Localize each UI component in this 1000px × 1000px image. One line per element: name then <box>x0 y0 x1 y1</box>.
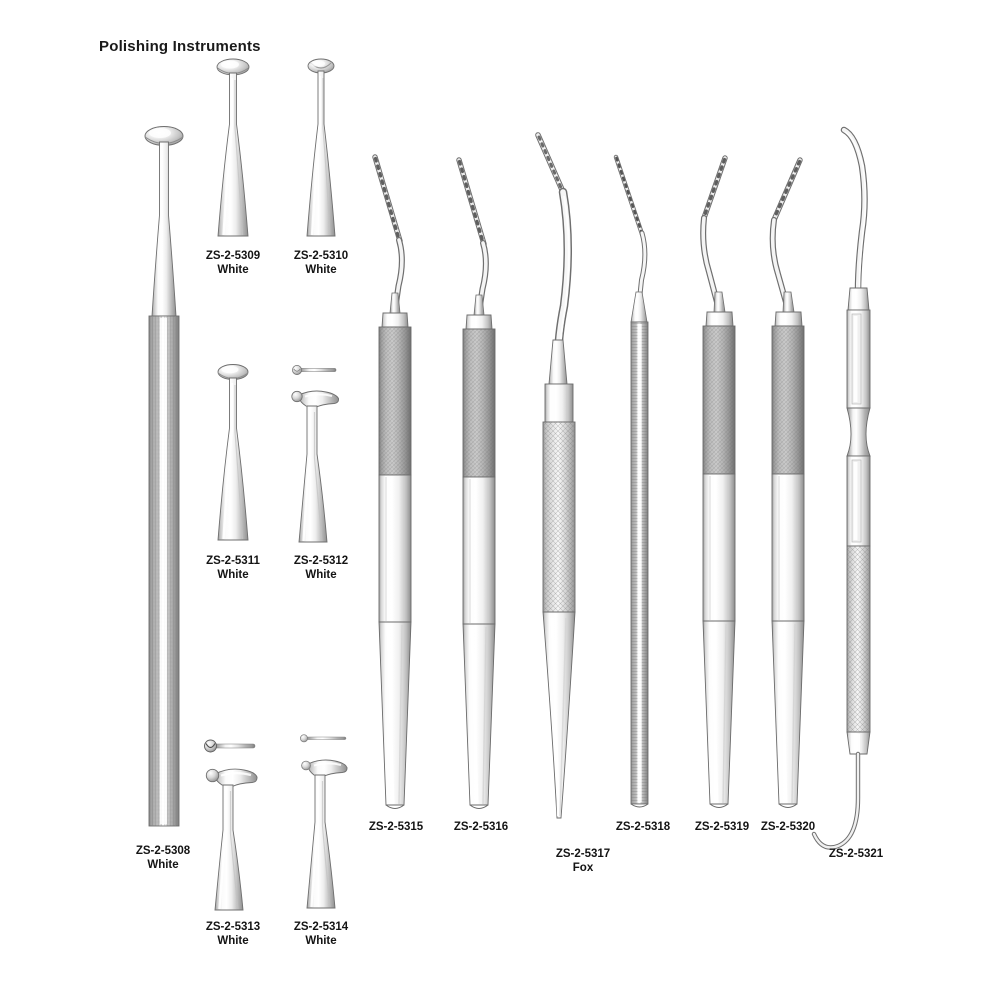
instrument-zs-2-5320[interactable] <box>758 146 820 812</box>
graduated-tip-5317 <box>535 132 566 195</box>
caption-zs-2-5309: ZS-2-5309 White <box>206 250 260 277</box>
caption-zs-2-5313: ZS-2-5313 White <box>206 921 260 948</box>
graduated-tip-5320 <box>771 157 803 223</box>
code-label: ZS-2-5308 <box>135 845 191 857</box>
instrument-zs-2-5321[interactable] <box>811 122 896 850</box>
side-view-diagram-5314 <box>300 734 347 743</box>
instrument-zs-2-5313[interactable] <box>198 730 268 914</box>
ferrule-5315 <box>381 312 409 328</box>
caption-zs-2-5312: ZS-2-5312 White <box>294 555 348 582</box>
ferrule-top-5321 <box>847 287 870 311</box>
polished-grip-5315 <box>378 474 412 623</box>
instrument-zs-2-5312[interactable] <box>286 362 352 546</box>
caption-zs-2-5314: ZS-2-5314 White <box>294 921 348 948</box>
ferrule-5319 <box>705 311 734 327</box>
code-label: ZS-2-5316 <box>453 821 509 833</box>
caption-zs-2-5321: ZS-2-5321 <box>829 848 883 862</box>
caption-zs-2-5310: ZS-2-5310 White <box>294 250 348 277</box>
knurled-grip-5319 <box>702 325 736 475</box>
polished-grip-5320 <box>771 473 805 622</box>
sub-label: Fox <box>572 861 594 874</box>
instrument-zs-2-5309[interactable] <box>204 54 262 242</box>
side-view-diagram-5313 <box>204 739 256 753</box>
flared-body-5314 <box>306 774 336 909</box>
knurled-grip-5315 <box>378 326 412 476</box>
knurled-handle-5318 <box>630 321 649 805</box>
code-label: ZS-2-5317 <box>555 848 611 860</box>
probe-tip-5321 <box>840 126 868 296</box>
handle-upper-5321 <box>846 309 871 409</box>
polished-grip-5316 <box>462 476 496 625</box>
instrument-zs-2-5317[interactable] <box>528 126 592 826</box>
caption-zs-2-5319: ZS-2-5319 <box>695 821 749 835</box>
side-view-diagram-5312 <box>292 365 337 375</box>
taper-shaft-5316 <box>462 623 496 806</box>
sub-label: White <box>147 858 179 871</box>
code-label: ZS-2-5321 <box>828 848 884 860</box>
graduated-tip-5315 <box>372 154 403 244</box>
taper-shaft-5320 <box>771 620 805 805</box>
knurled-handle-5321 <box>846 545 871 733</box>
knurled-handle-5317 <box>542 421 576 613</box>
code-label: ZS-2-5319 <box>694 821 750 833</box>
polished-grip-5319 <box>702 473 736 622</box>
flared-body-5313 <box>214 784 244 911</box>
t-bar-head-5312 <box>291 390 339 409</box>
code-label: ZS-2-5315 <box>368 821 424 833</box>
graduated-tip-5318 <box>613 154 645 237</box>
t-bar-head-5314 <box>301 759 348 778</box>
ferrule-5320 <box>774 311 803 327</box>
caption-zs-2-5316: ZS-2-5316 <box>454 821 508 835</box>
sub-label: White <box>305 568 337 581</box>
code-label: ZS-2-5310 <box>293 250 349 262</box>
sub-label: White <box>217 568 249 581</box>
caption-zs-2-5311: ZS-2-5311 White <box>206 555 260 582</box>
caption-zs-2-5308: ZS-2-5308 White <box>136 845 190 872</box>
flared-body-5312 <box>298 405 328 543</box>
code-label: ZS-2-5311 <box>206 555 260 567</box>
knurled-grip-5320 <box>771 325 805 475</box>
ferrule-5316 <box>465 314 493 330</box>
instrument-zs-2-5315[interactable] <box>366 145 428 813</box>
caption-zs-2-5318: ZS-2-5318 <box>616 821 670 835</box>
taper-shaft-5315 <box>378 621 412 806</box>
taper-shaft-5319 <box>702 620 736 805</box>
handle-mid-5321 <box>846 455 871 547</box>
graduated-tip-5319 <box>701 155 728 221</box>
code-label: ZS-2-5314 <box>293 921 349 933</box>
sub-label: White <box>305 263 337 276</box>
instrument-zs-2-5310[interactable] <box>293 54 349 242</box>
instrument-zs-2-5318[interactable] <box>612 152 670 812</box>
knurled-handle-5308 <box>148 315 180 827</box>
instrument-zs-2-5319[interactable] <box>692 146 754 812</box>
sub-label: White <box>217 263 249 276</box>
burnisher-head-5311 <box>217 364 249 380</box>
knurled-grip-5316 <box>462 328 496 478</box>
sub-label: White <box>305 934 337 947</box>
t-bar-head-5313 <box>205 768 258 788</box>
graduated-tip-5316 <box>456 157 487 247</box>
ferrule-5317 <box>544 383 574 423</box>
code-label: ZS-2-5313 <box>205 921 261 933</box>
caption-zs-2-5320: ZS-2-5320 <box>761 821 815 835</box>
waist-5321 <box>846 407 871 457</box>
code-label: ZS-2-5309 <box>205 250 261 262</box>
page-title: Polishing Instruments <box>99 38 261 55</box>
code-label: ZS-2-5312 <box>293 555 349 567</box>
caption-zs-2-5317: ZS-2-5317 Fox <box>556 848 610 875</box>
shank-5308 <box>151 141 177 317</box>
explorer-hook-5321 <box>811 751 861 850</box>
sub-label: White <box>217 934 249 947</box>
caption-zs-2-5315: ZS-2-5315 <box>369 821 423 835</box>
instrument-zs-2-5314[interactable] <box>292 728 356 912</box>
instrument-zs-2-5308[interactable] <box>128 120 200 827</box>
code-label: ZS-2-5318 <box>615 821 671 833</box>
instrument-zs-2-5311[interactable] <box>204 360 262 546</box>
instrument-zs-2-5316[interactable] <box>451 152 513 812</box>
taper-shaft-5317 <box>542 611 576 819</box>
code-label: ZS-2-5320 <box>760 821 816 833</box>
